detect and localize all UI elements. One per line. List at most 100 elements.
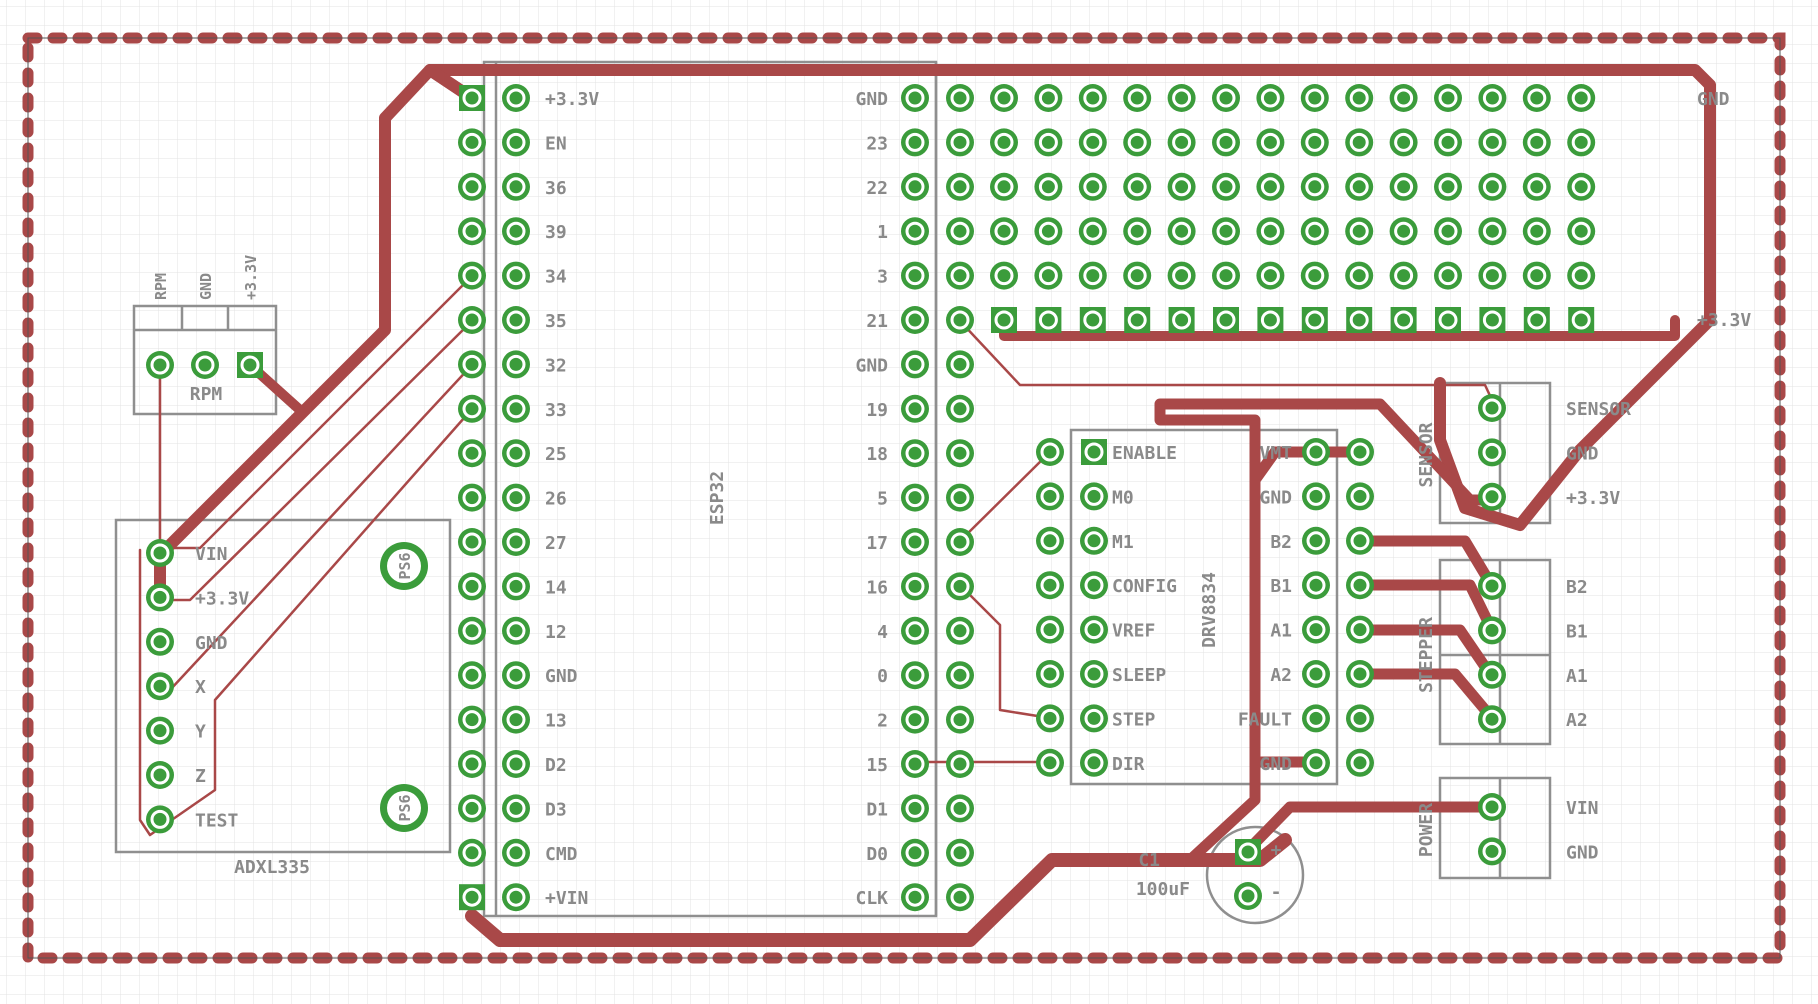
- esp32-right-pad-19: [901, 883, 929, 912]
- esp32-left-pad-7: [458, 350, 486, 379]
- proto-gnd-label: GND: [1697, 89, 1730, 110]
- adxl-mount-hole-2: PS6: [380, 784, 428, 832]
- cap-outline: [1205, 825, 1305, 925]
- adxl-label-z: Z: [195, 766, 206, 787]
- proto-pad-r1-c2: [1034, 84, 1063, 112]
- esp32-right-label-clk: CLK: [855, 888, 888, 909]
- esp32-left-label-gnd: GND: [545, 666, 578, 687]
- drv-right-pad-b-1: [1346, 438, 1374, 466]
- proto-pad-r5-c6: [1212, 261, 1240, 290]
- esp32-left-label-39: 39: [545, 222, 567, 243]
- esp32-left-pad-4: [458, 217, 486, 246]
- esp32-right-label-16: 16: [866, 577, 888, 598]
- adxl-pad-2: [146, 583, 174, 612]
- sensor-pad-2: [1478, 438, 1506, 467]
- esp32-right-pad-b-8: [946, 394, 974, 423]
- drv-left-label-dir: DIR: [1112, 754, 1145, 775]
- esp32-right-pad-4: [901, 217, 929, 246]
- proto-pad-r5-c8: [1300, 261, 1329, 290]
- esp32-left-pad-5: [458, 261, 486, 290]
- esp32-left-pad-b-14: [502, 661, 530, 690]
- stepper-pad-4: [1478, 705, 1506, 734]
- proto-pad-r4-c3: [1078, 217, 1107, 246]
- esp32-right-pad-15: [901, 705, 929, 734]
- proto-pad-r6-c12: [1479, 307, 1506, 333]
- esp32-left-pad-b-5: [502, 261, 530, 290]
- esp32-right-pad-b-2: [946, 128, 974, 157]
- esp32-right-pad-16: [901, 750, 929, 778]
- proto-pad-r1-c10: [1389, 84, 1418, 112]
- esp32-right-label-22: 22: [866, 178, 888, 199]
- stepper-label-a2: A2: [1566, 710, 1588, 731]
- proto-pad-r1-c11: [1434, 84, 1462, 112]
- esp32-right-label-d0: D0: [866, 844, 888, 865]
- proto-pad-r4-c8: [1300, 217, 1329, 246]
- esp32-left-pad-12: [458, 572, 486, 601]
- drv-left-pad-b-4: [1080, 571, 1108, 600]
- drv-left-label-config: CONFIG: [1112, 576, 1177, 597]
- drv-left-pad-b-1: [1081, 439, 1107, 465]
- proto-pad-r5-c7: [1256, 261, 1285, 290]
- stepper-label-b2: B2: [1566, 577, 1588, 598]
- proto-pad-r3-c11: [1434, 172, 1462, 201]
- drv-left-pad-8: [1036, 748, 1064, 777]
- proto-pad-r2-c7: [1256, 128, 1285, 157]
- proto-pad-r2-c8: [1300, 128, 1329, 157]
- esp32-left-pad-b-17: [502, 794, 530, 823]
- trace-21-sensor: [958, 319, 1494, 402]
- esp32-left-label-34: 34: [545, 267, 567, 288]
- esp32-left-pad-18: [458, 838, 486, 867]
- proto-pad-r5-c10: [1389, 261, 1418, 290]
- esp32-right-label-gnd: GND: [855, 355, 888, 376]
- esp32-left-label-25: 25: [545, 444, 567, 465]
- adxl-label-y: Y: [195, 722, 206, 743]
- esp32-right-pad-7: [901, 350, 929, 379]
- proto-pad-r1-c5: [1167, 84, 1196, 112]
- drv-right-pad-7: [1302, 704, 1330, 733]
- esp32-left-pad-b-13: [502, 616, 530, 645]
- esp32-left-pad-b-8: [502, 394, 530, 423]
- proto-pad-r5-c11: [1434, 261, 1462, 290]
- adxl-hole-label-2: PS6: [396, 794, 414, 821]
- esp32-left-pad-3: [458, 172, 486, 201]
- proto-pad-r6-c5: [1168, 307, 1195, 333]
- proto-pad-r4-c5: [1167, 217, 1196, 246]
- esp32-left-label-12: 12: [545, 622, 567, 643]
- esp32-right-label-2: 2: [877, 711, 888, 732]
- esp32-right-label-4: 4: [877, 622, 888, 643]
- sensor-pad-3: [1478, 482, 1506, 511]
- cap-pad-plus: [1235, 839, 1261, 865]
- drv-right-pad-2: [1302, 482, 1330, 511]
- adxl-pad-4: [146, 672, 174, 701]
- drv-left-pad-b-2: [1080, 482, 1108, 511]
- stepper-pad-1: [1478, 572, 1506, 600]
- esp32-left-pad-b-3: [502, 172, 530, 201]
- proto-pad-r1-c3: [1078, 84, 1107, 112]
- proto-pad-r2-c4: [1123, 128, 1152, 157]
- proto-pad-r3-c13: [1522, 172, 1551, 201]
- proto-pad-r5-c5: [1167, 261, 1196, 290]
- proto-pad-r2-c2: [1034, 128, 1063, 157]
- proto-pad-r1-c6: [1212, 84, 1240, 112]
- proto-3v3-label: +3.3V: [1697, 310, 1751, 331]
- esp32-right-pad-b-7: [946, 350, 974, 379]
- trace-power-vin: [1242, 801, 1498, 856]
- esp32-left-pad-8: [458, 394, 486, 423]
- power-pad-1: [1478, 793, 1506, 821]
- proto-pad-r5-c12: [1478, 261, 1507, 290]
- proto-pad-r2-c11: [1434, 128, 1462, 157]
- esp32-right-pad-b-13: [946, 616, 974, 645]
- drv-left-label-sleep: SLEEP: [1112, 665, 1166, 686]
- proto-pad-r6-c2: [1035, 307, 1062, 333]
- esp32-right-pad-b-15: [946, 705, 974, 734]
- drv-left-pad-b-8: [1080, 748, 1108, 777]
- esp32-right-pad-8: [901, 394, 929, 423]
- trace-b2: [1354, 535, 1498, 592]
- proto-pad-r4-c1: [990, 217, 1018, 246]
- esp32-left-pad-b-6: [502, 306, 530, 334]
- drv-right-pad-b-2: [1346, 482, 1374, 511]
- trace-layer: [138, 64, 1716, 947]
- drv-left-pad-b-3: [1080, 526, 1108, 555]
- drv-left-pad-4: [1036, 571, 1064, 600]
